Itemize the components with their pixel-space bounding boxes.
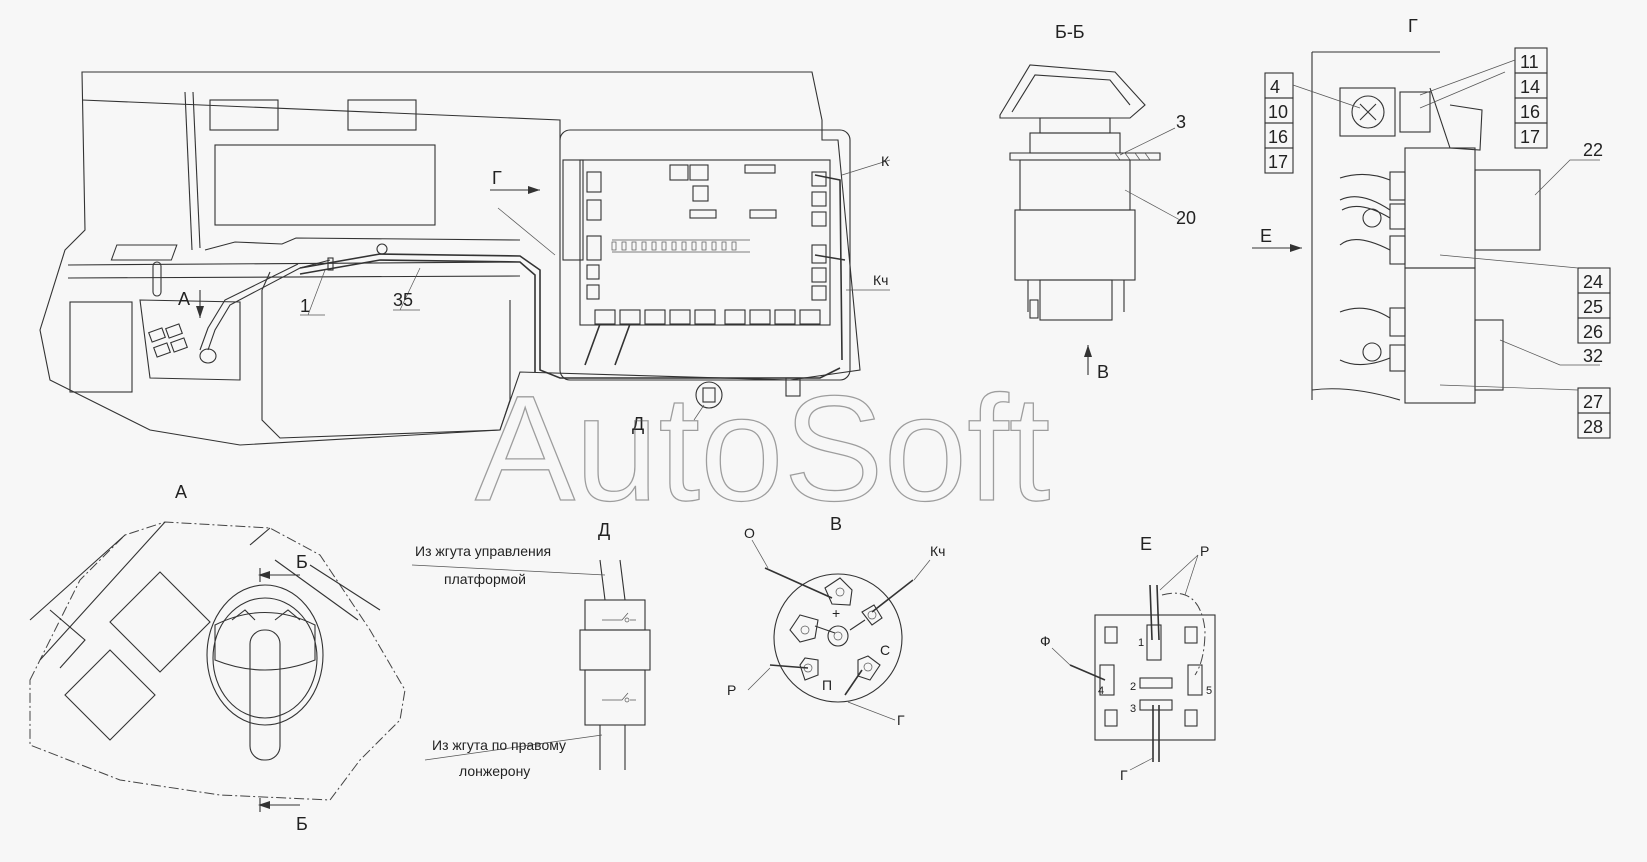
view-e: Е Р Ф Г 1 2 3 4 5 [1040, 534, 1216, 783]
view-a-section-bottom: Б [296, 814, 308, 834]
view-g: Г [1252, 16, 1611, 439]
view-bb-title: Б-Б [1055, 22, 1085, 42]
main-view: Г А 1 35 К Кч Д В [39, 71, 1109, 446]
view-v-label-o: О [744, 525, 755, 541]
view-v: В О Кч Р П С Г + [727, 514, 945, 728]
main-label-35: 35 [393, 290, 413, 310]
main-arrow-a-label: А [178, 289, 190, 309]
view-bb-label-20: 20 [1176, 208, 1196, 228]
main-arrow-g-label: Г [492, 168, 502, 188]
view-a: А Б Б [29, 482, 406, 834]
view-g-right-0: 11 [1520, 52, 1539, 72]
view-a-section-top: Б [296, 552, 308, 572]
view-g-right-1: 14 [1520, 77, 1540, 97]
view-g-label-28: 28 [1583, 417, 1603, 437]
view-v-label-p: П [822, 677, 832, 693]
view-d-title: Д [598, 520, 610, 540]
view-g-left-2: 16 [1268, 127, 1288, 147]
view-d-note-top-2: платформой [444, 571, 526, 587]
view-v-label-s: С [880, 642, 890, 658]
view-e-label-r: Р [1200, 543, 1209, 559]
view-e-pin-3: 3 [1130, 703, 1136, 715]
view-e-pin-2: 2 [1130, 681, 1136, 693]
view-d: Д Из жгута управления платформой Из жгут… [411, 520, 651, 779]
view-e-pin-1: 1 [1138, 637, 1144, 649]
view-g-arrow-e: Е [1260, 226, 1272, 246]
main-label-v: В [1097, 362, 1109, 382]
view-g-right-3: 17 [1520, 127, 1540, 147]
view-g-label-27: 27 [1583, 392, 1603, 412]
view-g-label-25: 25 [1583, 297, 1603, 317]
main-label-d: Д [632, 414, 644, 434]
view-bb-label-3: 3 [1176, 112, 1186, 132]
view-g-label-24: 24 [1583, 272, 1603, 292]
view-g-label-32: 32 [1583, 346, 1603, 366]
view-bb: Б-Б 3 20 [999, 22, 1196, 321]
view-e-title: Е [1140, 534, 1152, 554]
view-g-left-1: 10 [1268, 102, 1288, 122]
watermark: AutoSoft [475, 364, 1050, 532]
view-g-label-26: 26 [1583, 322, 1603, 342]
view-e-label-f: Ф [1040, 633, 1051, 649]
main-label-k: К [881, 153, 890, 169]
view-g-left-3: 17 [1268, 152, 1288, 172]
main-label-1: 1 [300, 296, 310, 316]
view-g-left-0: 4 [1270, 77, 1280, 97]
view-v-label-g: Г [897, 712, 905, 728]
view-g-title: Г [1408, 16, 1418, 36]
view-v-title: В [830, 514, 842, 534]
view-g-label-22: 22 [1583, 140, 1603, 160]
view-g-right-2: 16 [1520, 102, 1540, 122]
view-d-note-bottom-1: Из жгута по правому [432, 737, 566, 753]
view-v-label-r: Р [727, 682, 736, 698]
view-d-note-top-1: Из жгута управления [415, 543, 551, 559]
view-v-label-kch: Кч [930, 543, 945, 559]
view-v-plus: + [832, 605, 840, 621]
view-d-note-bottom-2: лонжерону [459, 763, 530, 779]
view-e-pin-4: 4 [1098, 685, 1104, 697]
main-label-kch: Кч [873, 272, 888, 288]
view-e-pin-5: 5 [1206, 685, 1212, 697]
view-e-label-g: Г [1120, 767, 1128, 783]
view-a-title: А [175, 482, 187, 502]
